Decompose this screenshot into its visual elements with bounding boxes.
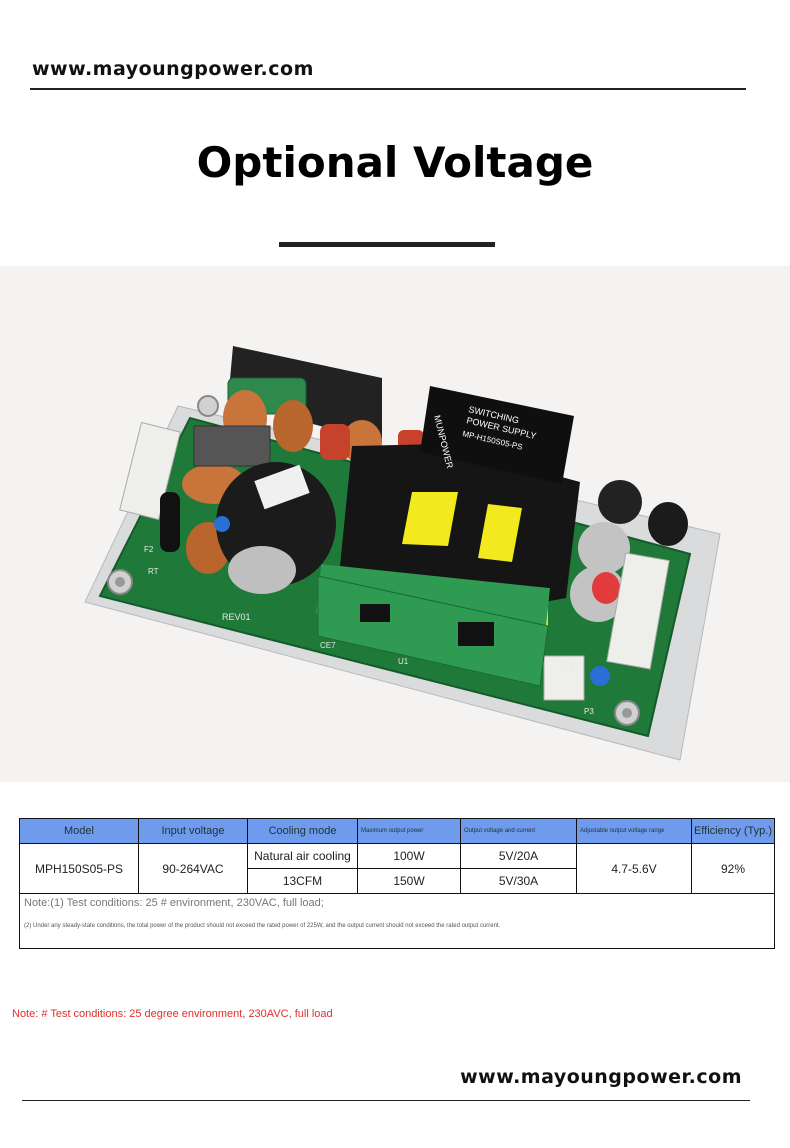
cell-cooling-2: 13CFM [247, 868, 358, 894]
cell-power-1: 100W [357, 843, 461, 869]
cell-input-voltage: 90-264VAC [138, 843, 248, 894]
notes-cell: Note:(1) Test conditions: 25 # environme… [19, 893, 775, 949]
header-cooling-mode: Cooling mode [247, 818, 358, 844]
silk-ce: CE7 [320, 641, 336, 650]
input-connector [119, 421, 181, 521]
header-adj-range: Adjustable output voltage range [576, 818, 692, 844]
silk-p3: P3 [584, 707, 594, 716]
silk-12v: 12V [560, 661, 575, 670]
cell-power-2: 150W [357, 868, 461, 894]
cell-efficiency: 92% [691, 843, 775, 894]
header-output-vc: Output voltage and current [460, 818, 577, 844]
top-divider [30, 88, 746, 90]
cell-cooling-1: Natural air cooling [247, 843, 358, 869]
bottom-divider [22, 1100, 750, 1101]
control-board [317, 575, 549, 687]
page-title: Optional Voltage [196, 138, 594, 187]
silk-rev: REV01 [222, 612, 251, 622]
table-row: MPH150S05-PS 90-264VAC Natural air cooli… [19, 843, 775, 894]
test-conditions-note: Note: # Test conditions: 25 degree envir… [12, 1008, 333, 1020]
header-input-voltage: Input voltage [138, 818, 248, 844]
cell-model: MPH150S05-PS [19, 843, 139, 894]
silk-u1: U1 [398, 657, 409, 666]
title-underline [279, 242, 495, 247]
table-header-row: Model Input voltage Cooling mode Maximum… [19, 818, 775, 844]
table-notes-row: Note:(1) Test conditions: 25 # environme… [19, 893, 775, 949]
note-1: Note:(1) Test conditions: 25 # environme… [24, 897, 324, 909]
table-row: 13CFM 150W 5V/30A [20, 868, 775, 894]
cell-output-1: 5V/20A [460, 843, 577, 869]
cell-output-2: 5V/30A [460, 868, 577, 894]
website-bottom: www.mayoungpower.com [460, 1066, 742, 1088]
header-model: Model [19, 818, 139, 844]
note-2: (2) Under any steady-state conditions, t… [24, 923, 501, 929]
screw-icon [197, 395, 219, 417]
product-photo: MUNPOWER SWITCHING POWER SUPPLY MP-H150S… [0, 266, 790, 782]
small-capacitor [578, 522, 630, 574]
website-top: www.mayoungpower.com [32, 58, 314, 80]
header-max-power: Maximum output power [357, 818, 461, 844]
spec-table: Model Input voltage Cooling mode Maximum… [19, 818, 775, 949]
silk-f2: F2 [144, 545, 154, 554]
header-efficiency: Efficiency (Typ.) [691, 818, 775, 844]
cell-adj-range: 4.7-5.6V [576, 843, 692, 894]
label-sticker [420, 386, 574, 484]
silk-rt: RT [148, 567, 159, 576]
